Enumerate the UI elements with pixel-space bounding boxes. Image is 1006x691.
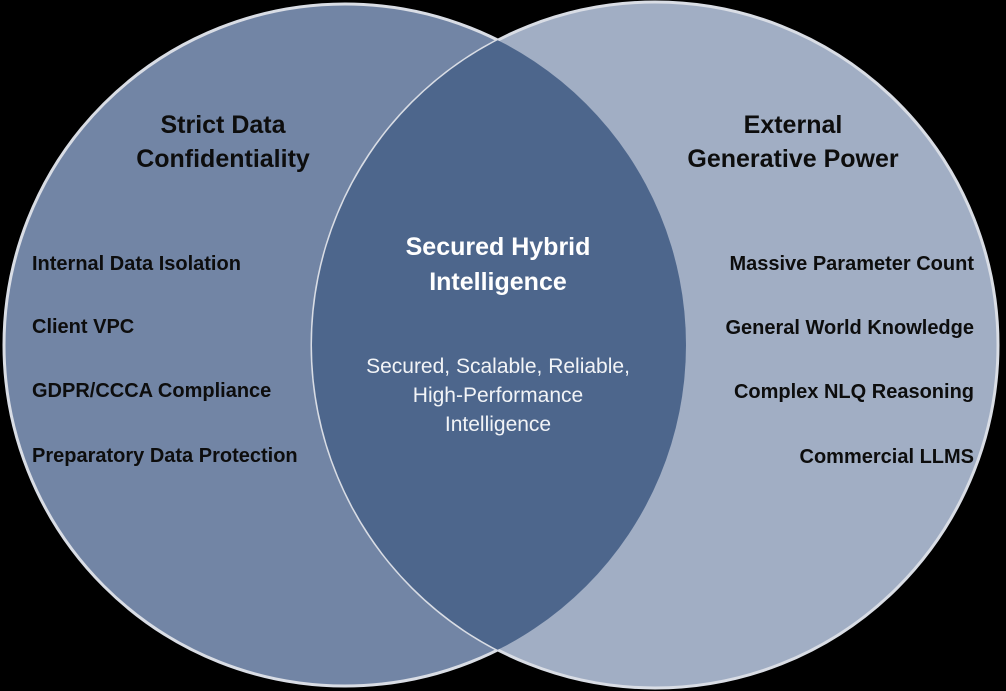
left-circle-item: GDPR/CCCA Compliance: [32, 380, 272, 402]
left-circle-heading: Strict Data Confidentiality: [136, 111, 310, 173]
left-circle-item: Internal Data Isolation: [32, 253, 241, 275]
right-circle-item: Massive Parameter Count: [729, 253, 974, 275]
right-circle-item: Commercial LLMS: [799, 446, 974, 468]
left-circle-item: Preparatory Data Protection: [32, 445, 298, 467]
intersection-title: Secured Hybrid Intelligence: [405, 233, 591, 296]
right-circle-heading: External Generative Power: [687, 111, 899, 173]
right-circle-item: General World Knowledge: [725, 317, 974, 339]
intersection-subtitle: Secured, Scalable, Reliable, High-Perfor…: [366, 355, 630, 436]
right-circle-item: Complex NLQ Reasoning: [733, 381, 974, 403]
intersection-shape[interactable]: [312, 2, 998, 688]
left-circle-item: Client VPC: [32, 316, 135, 338]
